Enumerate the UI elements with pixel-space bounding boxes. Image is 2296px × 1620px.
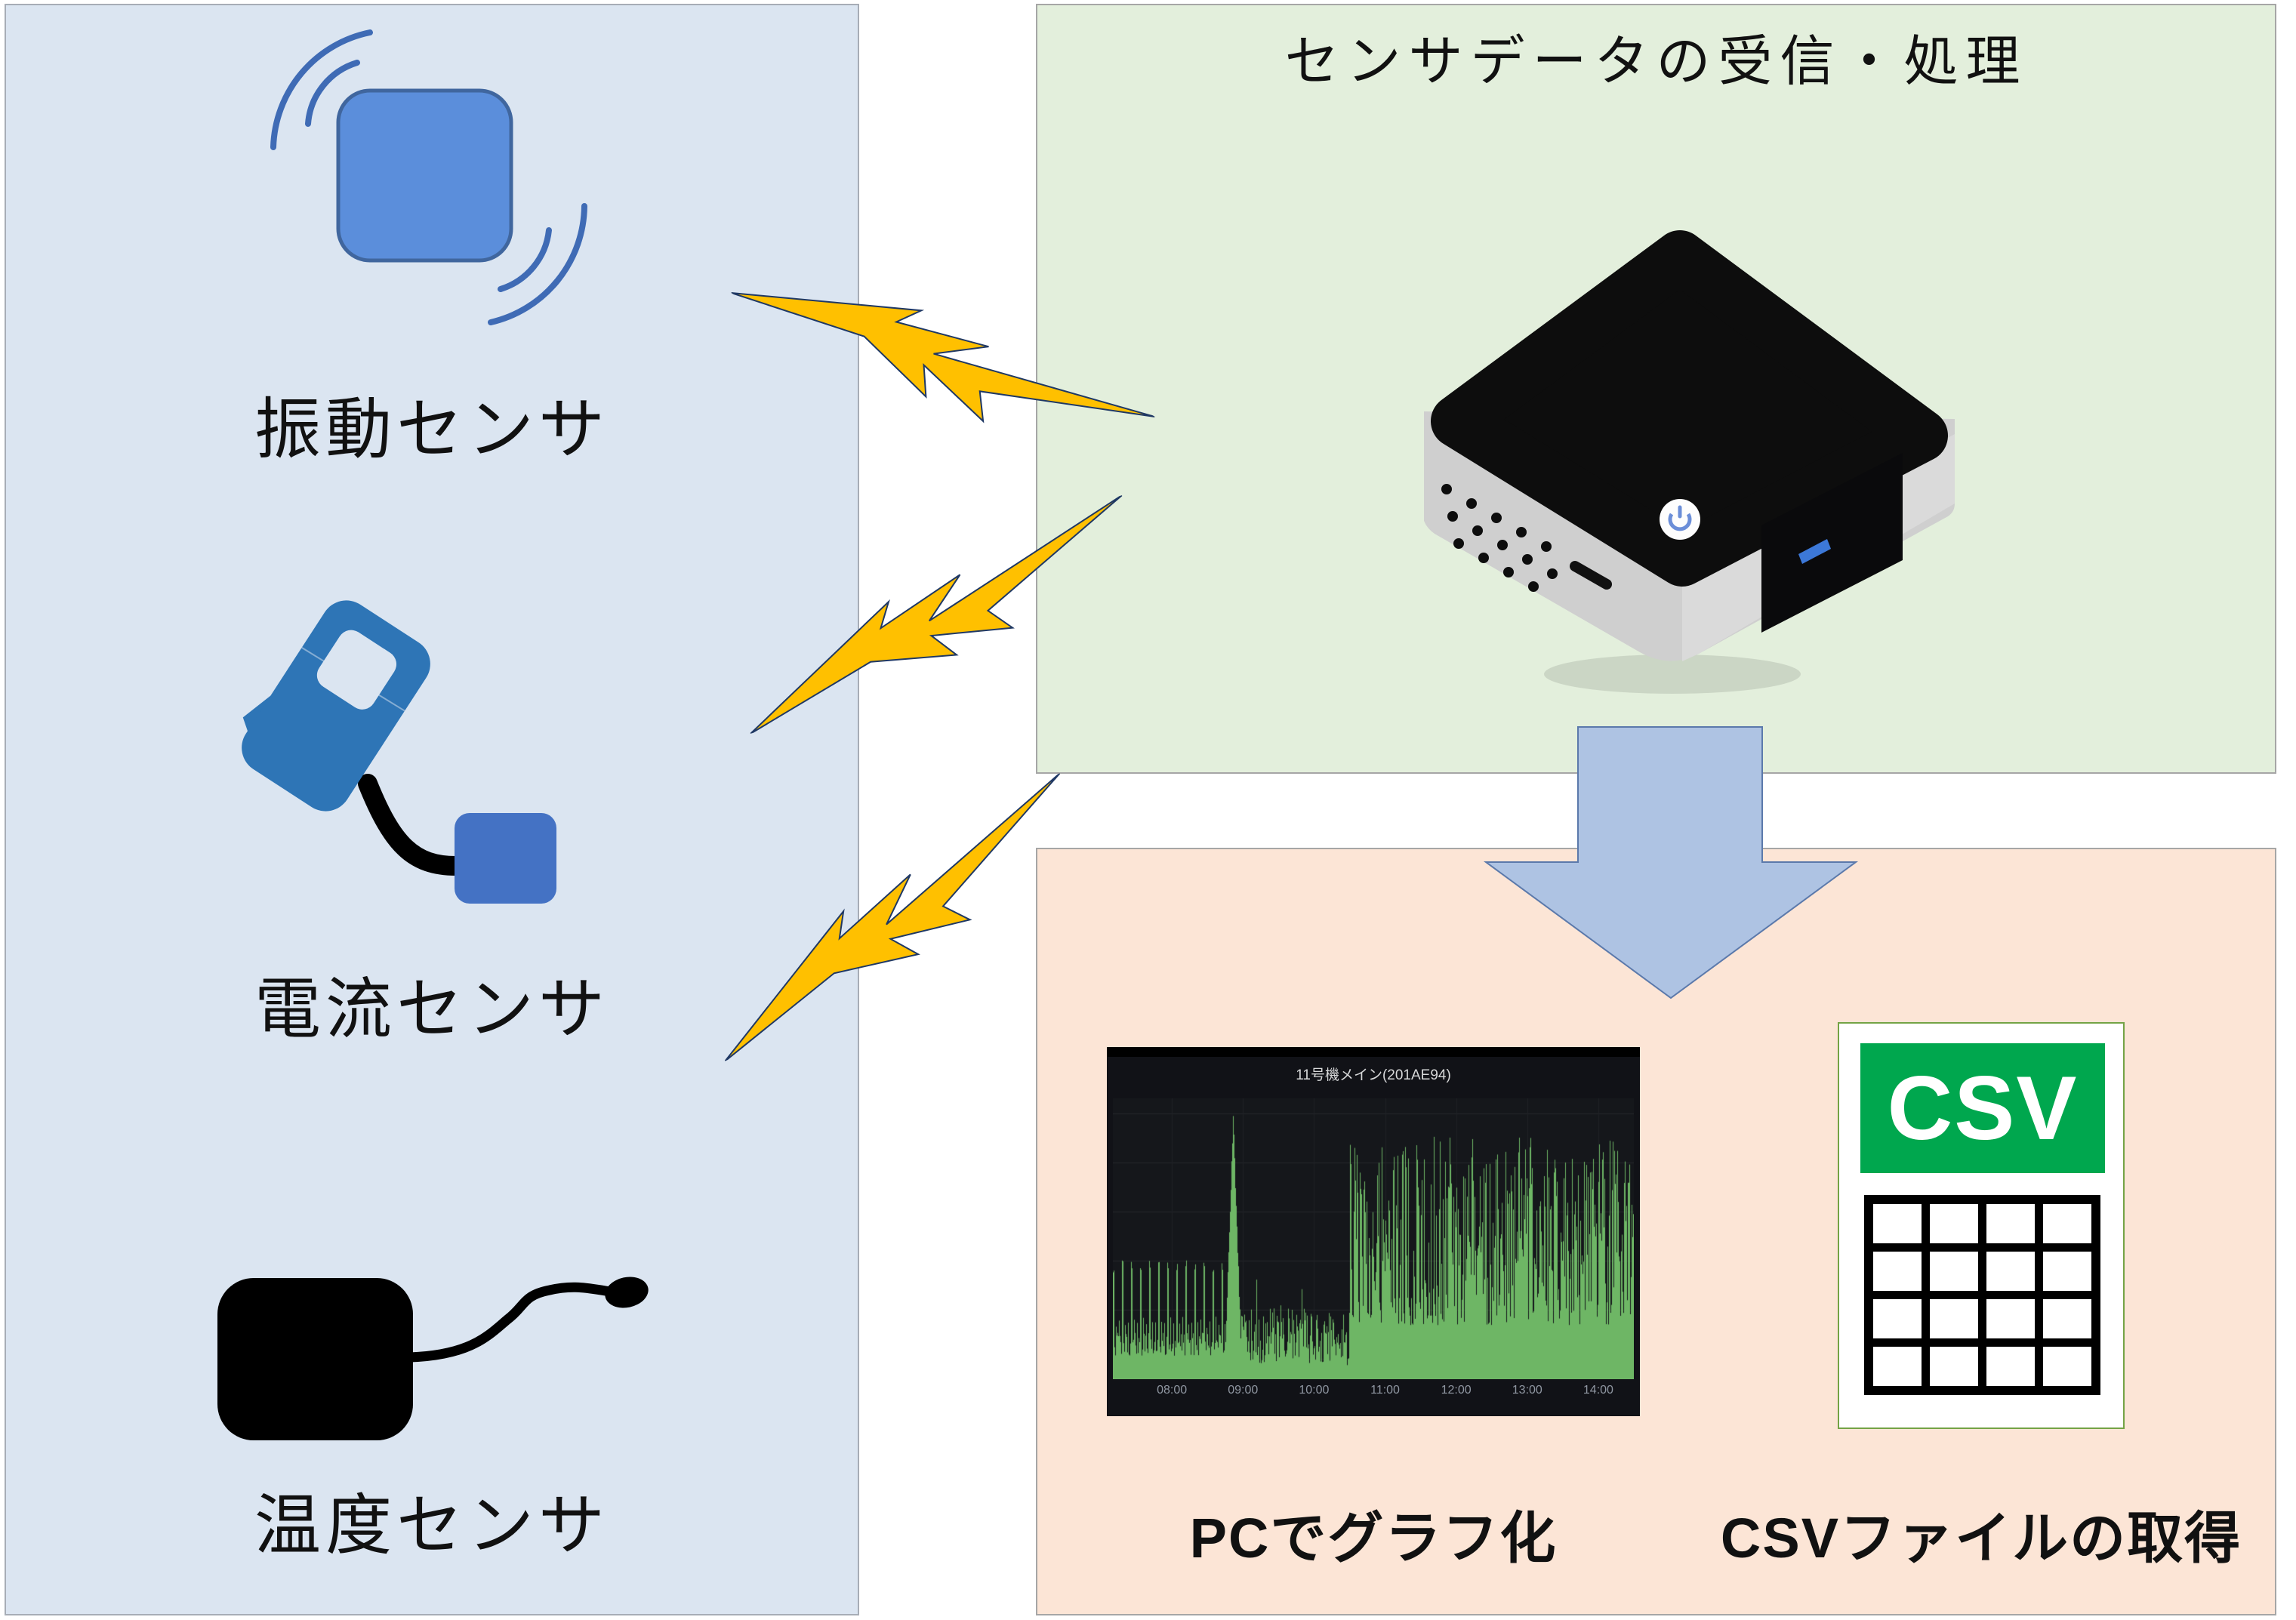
graph-top-strip [1107, 1047, 1640, 1057]
down-arrow-icon [1483, 726, 1859, 999]
gateway-panel-title: センサデータの受信・処理 [1284, 32, 2028, 92]
sensor-label-current: 電流センサ [254, 972, 609, 1046]
wireless-bolt-icon [716, 495, 1157, 734]
power-button-icon [1660, 499, 1700, 540]
csv-table-cell [2043, 1299, 2091, 1338]
x-axis-tick: 11:00 [1370, 1384, 1400, 1397]
csv-table-cell [1986, 1252, 2035, 1291]
csv-table-cell [1986, 1299, 2035, 1338]
graph-title: 11号機メイン(201AE94) [1296, 1067, 1451, 1083]
csv-table-cell [1873, 1204, 1922, 1243]
csv-badge-label: CSV [1887, 1058, 2079, 1159]
csv-file-icon: CSV [1838, 1022, 2125, 1429]
csv-file-caption: CSVファイルの取得 [1720, 1507, 2242, 1569]
pc-graph-caption: PCでグラフ化 [1189, 1507, 1558, 1569]
x-axis-tick: 13:00 [1512, 1384, 1542, 1397]
x-axis-tick: 14:00 [1583, 1384, 1613, 1397]
csv-table-cell [2043, 1252, 2091, 1291]
csv-table-cell [2043, 1347, 2091, 1386]
csv-table-cell [1873, 1252, 1922, 1291]
x-axis-tick: 12:00 [1441, 1384, 1472, 1397]
grafana-graph-panel: 11号機メイン(201AE94) 08:00 09:00 10:00 11:00 12:… [1107, 1047, 1640, 1416]
vibration-sensor-icon [270, 29, 587, 325]
csv-table-cell [1986, 1347, 2035, 1386]
csv-table-cell [1930, 1252, 1978, 1291]
x-axis-tick: 08:00 [1157, 1384, 1188, 1397]
csv-table-grid-icon [1864, 1195, 2100, 1395]
csv-table-cell [1930, 1204, 1978, 1243]
csv-table-cell [2043, 1204, 2091, 1243]
sd-slot-icon [1570, 561, 1612, 590]
csv-badge: CSV [1860, 1043, 2105, 1173]
x-axis-tick: 10:00 [1299, 1384, 1330, 1397]
wireless-bolt-icon [731, 186, 1155, 523]
usb-port-icon [1798, 539, 1831, 564]
current-clamp-sensor-icon [242, 600, 556, 904]
sensor-label-temperature: 温度センサ [254, 1488, 609, 1563]
csv-table-cell [1986, 1204, 2035, 1243]
graph-x-axis: 08:00 09:00 10:00 11:00 12:00 13:00 14:00 [1113, 1384, 1634, 1406]
sensor-graph-canvas [1113, 1098, 1634, 1379]
csv-table-cell [1873, 1347, 1922, 1386]
sensors-panel [5, 4, 859, 1615]
vent-holes-icon [1441, 484, 1558, 592]
csv-table-cell [1930, 1347, 1978, 1386]
wireless-bolt-icon [673, 773, 1111, 1061]
sensor-label-vibration: 振動センサ [254, 392, 609, 467]
device-display-icon [1761, 453, 1903, 633]
temperature-probe-sensor-icon [217, 1277, 649, 1440]
csv-table-cell [1930, 1299, 1978, 1338]
iot-gateway-device-icon [1424, 230, 1955, 694]
x-axis-tick: 09:00 [1228, 1384, 1259, 1397]
csv-table-cell [1873, 1299, 1922, 1338]
